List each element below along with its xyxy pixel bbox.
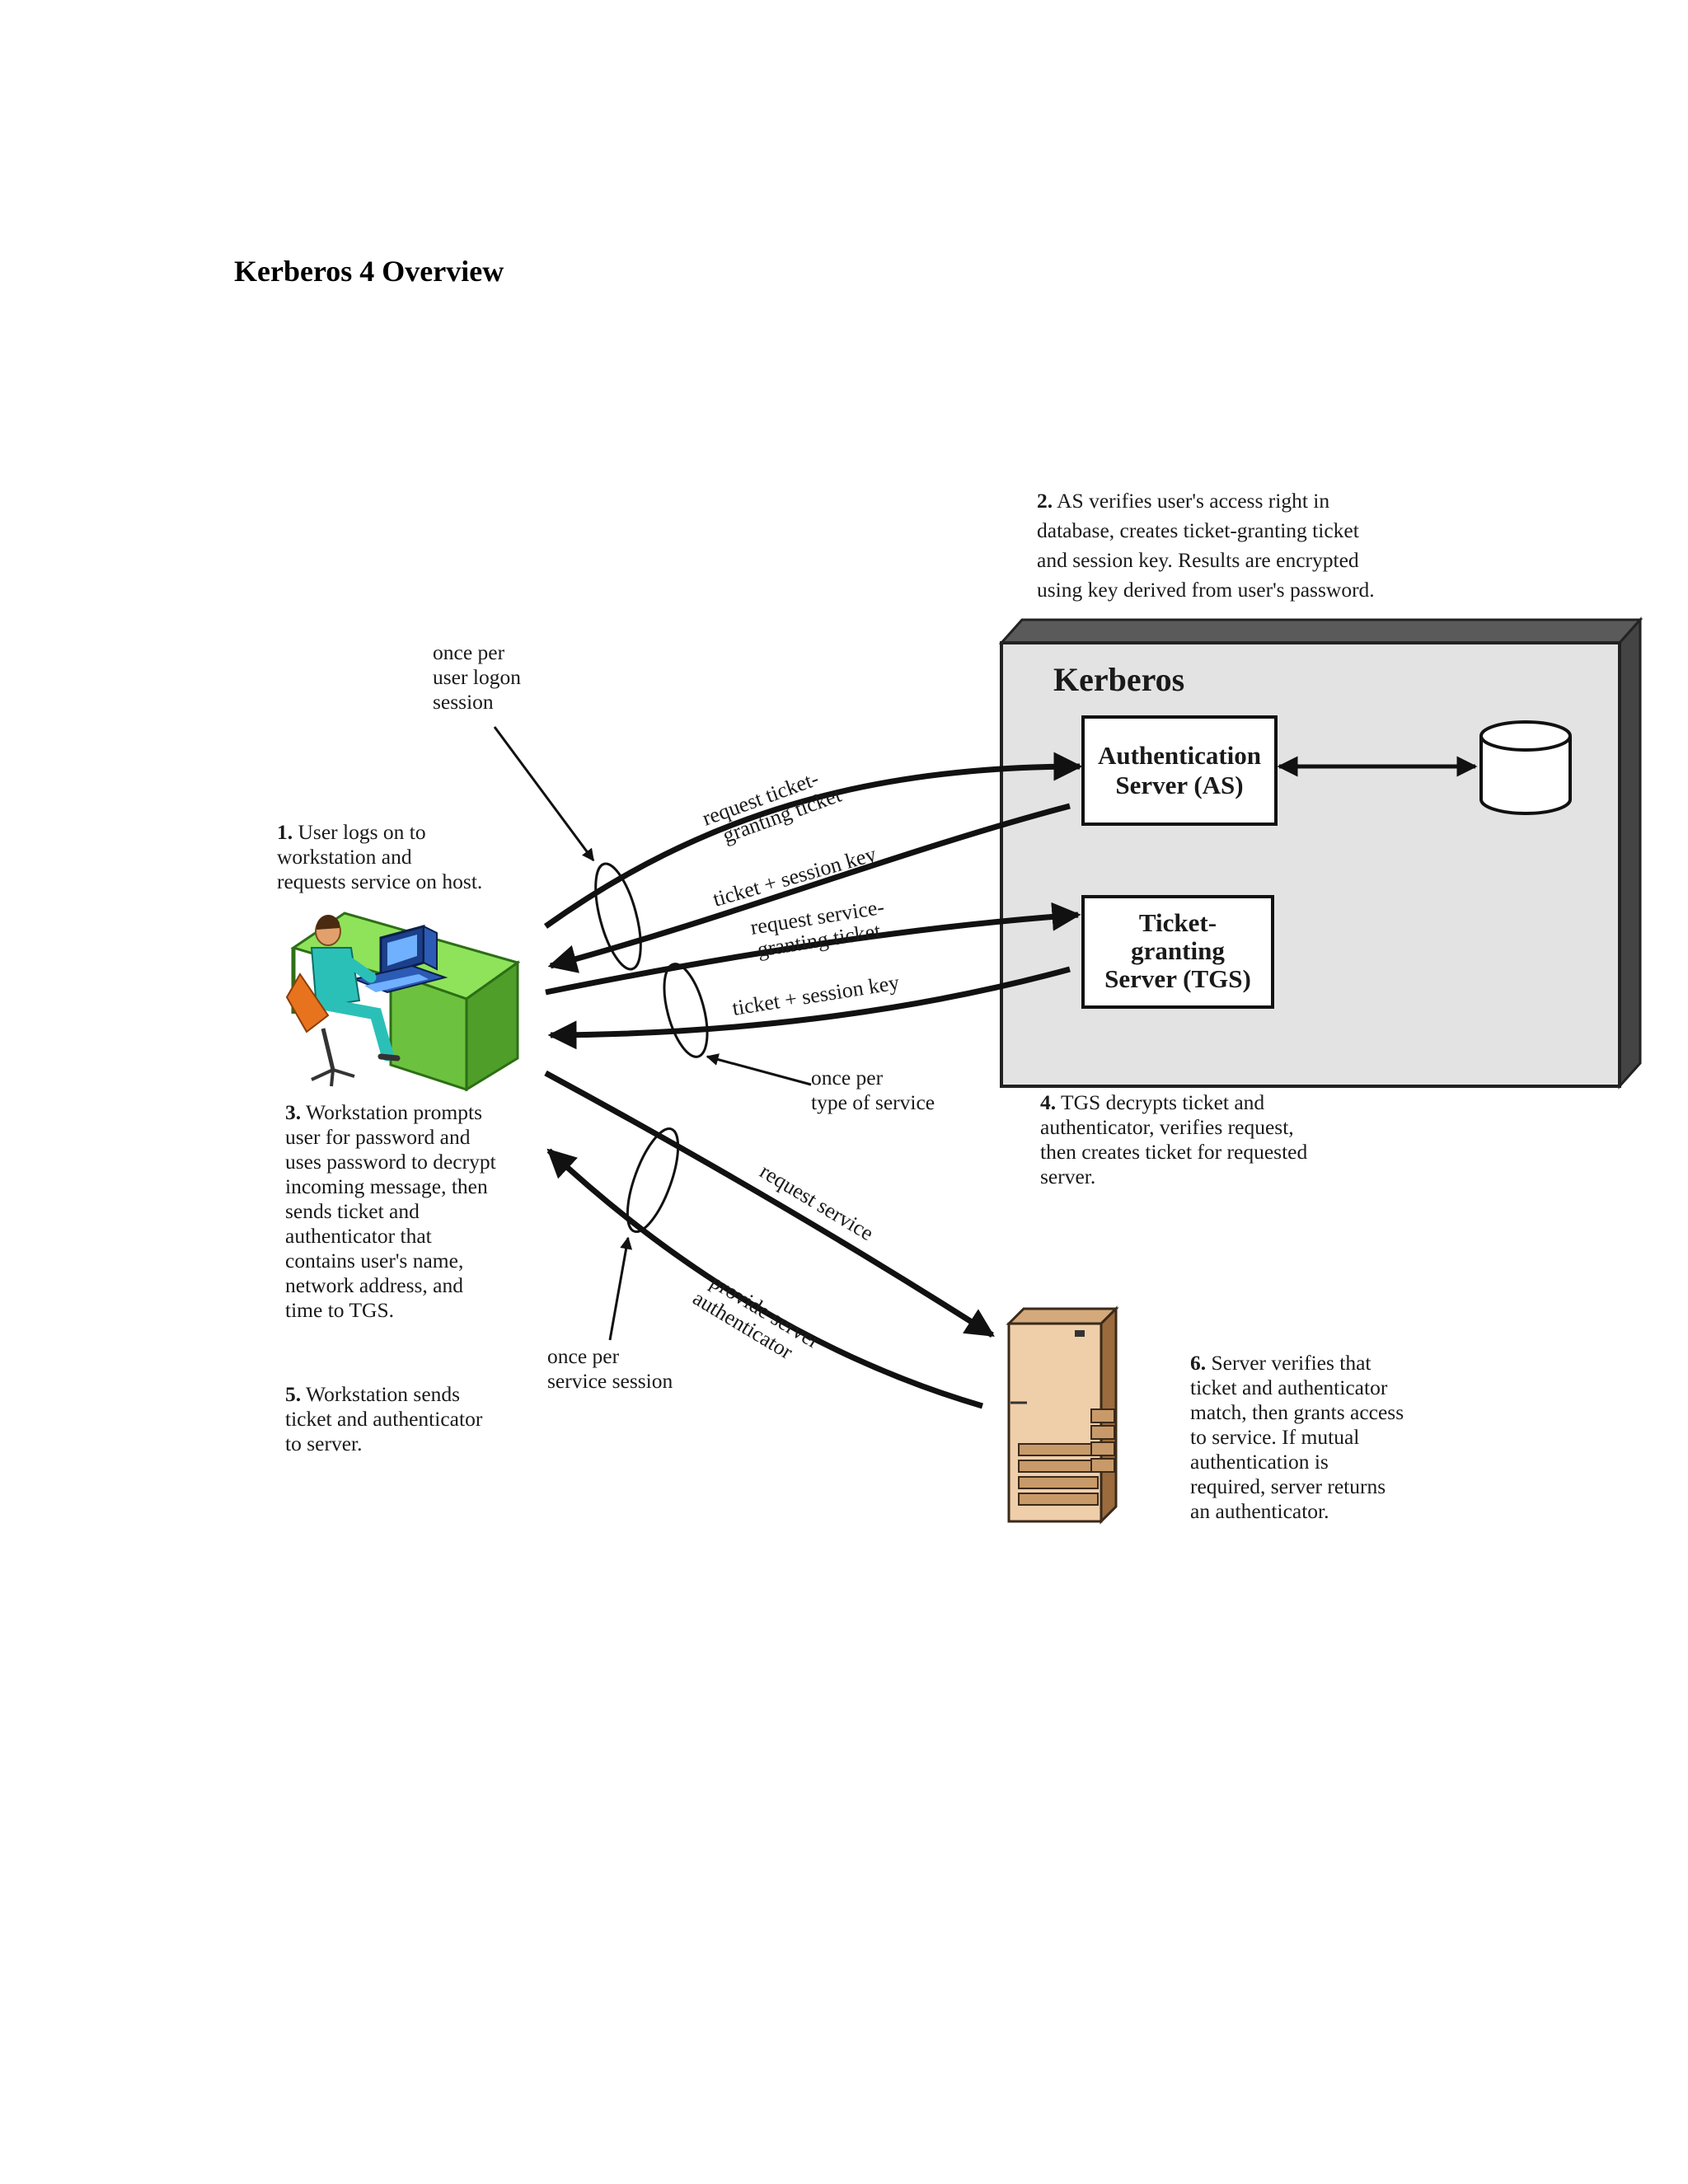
arrow-provide-authenticator xyxy=(546,1148,983,1409)
server-icon xyxy=(1006,1305,1119,1525)
as-label-line: Authentication xyxy=(1098,741,1261,770)
service-type-ellipse xyxy=(663,963,709,1058)
arrow-ticket-session-key-1 xyxy=(547,803,1071,973)
tgs-label-line: Ticket- xyxy=(1139,908,1217,937)
step-4-text: 4. TGS decrypts ticket and authenticator… xyxy=(1040,1090,1313,1188)
step-6-text: 6. Server verifies that ticket and authe… xyxy=(1190,1351,1409,1523)
note-service-type: once per type of service xyxy=(811,1066,935,1114)
service-session-pointer xyxy=(608,1236,633,1341)
ticket-granting-server-box xyxy=(1081,895,1274,1009)
kerberos-label: Kerberos xyxy=(1053,661,1184,698)
tgs-label-line: granting xyxy=(1131,936,1225,965)
service-session-ellipse xyxy=(626,1127,680,1233)
logon-session-ellipse xyxy=(594,862,642,971)
note-logon-session: once per user logon session xyxy=(433,640,526,714)
note-service-session: once per service session xyxy=(547,1344,673,1393)
page-title: Kerberos 4 Overview xyxy=(234,255,504,288)
arrow-request-service xyxy=(544,1070,995,1338)
arrow-ticket-session-key-2 xyxy=(547,966,1071,1050)
step-3-text: 3. Workstation prompts user for password… xyxy=(285,1100,501,1322)
logon-pointer xyxy=(493,726,595,862)
workstation-icon xyxy=(285,912,521,1092)
arrow-request-sgt xyxy=(545,902,1081,996)
service-type-pointer xyxy=(706,1053,812,1086)
authentication-server-box xyxy=(1081,715,1278,826)
as-label-line: Server (AS) xyxy=(1115,771,1243,799)
database-icon xyxy=(1479,720,1572,815)
arrow-request-tgt xyxy=(543,752,1083,929)
step-5-text: 5. Workstation sends ticket and authenti… xyxy=(285,1382,488,1455)
step-2-text: 2. AS verifies user's access right in da… xyxy=(1037,489,1375,602)
tgs-label-line: Server (TGS) xyxy=(1104,964,1251,993)
step-1-text: 1. User logs on to workstation and reque… xyxy=(277,820,482,893)
